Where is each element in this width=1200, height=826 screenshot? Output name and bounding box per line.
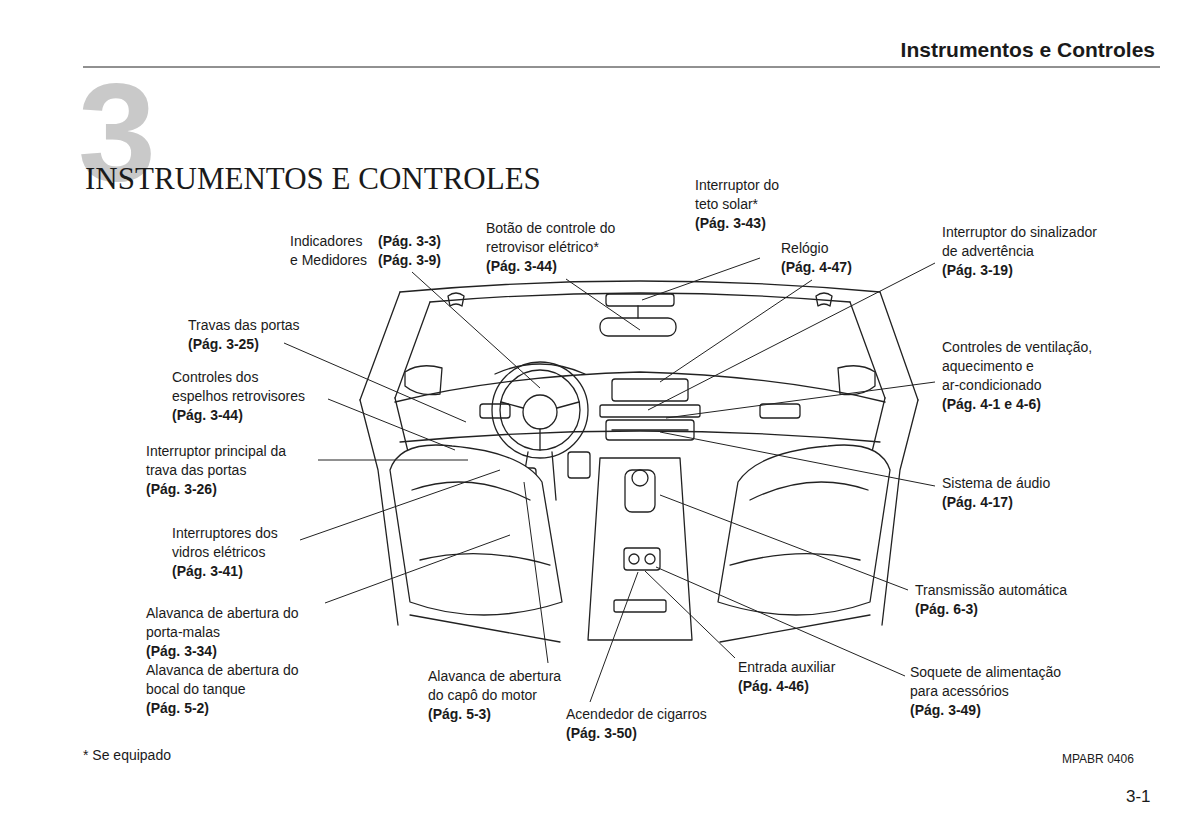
page-reference: (Pág. 3-44) — [486, 257, 557, 276]
figure-code: MPABR 0406 — [1062, 752, 1134, 766]
page-reference: (Pág. 4-17) — [942, 493, 1013, 512]
callout-label: Interruptores dos vidros elétricos — [172, 524, 278, 562]
chapter-title: INSTRUMENTOS E CONTROLES — [85, 160, 541, 197]
callout-label: Interruptor principal da trava das porta… — [146, 442, 286, 480]
callout-label: Controles dos espelhos retrovisores — [172, 368, 305, 406]
page-reference: (Pág. 4-1 e 4-6) — [942, 395, 1041, 414]
page-reference: (Pág. 3-41) — [172, 562, 243, 581]
leader-lines — [284, 258, 935, 702]
callout-label: Entrada auxiliar — [738, 658, 835, 677]
callout-label: Alavanca de abertura do bocal do tanque — [146, 661, 299, 699]
callout-label: Indicadores — [290, 232, 362, 251]
header-rule — [83, 67, 1160, 68]
page-reference: (Pág. 3-44) — [172, 406, 243, 425]
callout-label: Soquete de alimentação para acessórios — [910, 663, 1061, 701]
page-number: 3-1 — [1126, 787, 1151, 807]
callout-label: Alavanca de abertura do porta-malas — [146, 604, 299, 642]
page-reference: (Pág. 3-26) — [146, 480, 217, 499]
page-reference: (Pág. 3-43) — [695, 214, 766, 233]
callout-label: Controles de ventilação, aquecimento e a… — [942, 338, 1092, 395]
page-reference: (Pág. 3-49) — [910, 701, 981, 720]
page-reference: (Pág. 4-47) — [781, 258, 852, 277]
callout-label: Interruptor do teto solar* — [695, 176, 779, 214]
callout-label: Sistema de áudio — [942, 474, 1050, 493]
callout-label: Transmissão automática — [915, 581, 1067, 600]
page-reference: (Pág. 3-50) — [566, 724, 637, 743]
callout-label: Relógio — [781, 239, 828, 258]
page-reference: (Pág. 5-2) — [146, 699, 209, 718]
callout-label: Alavanca de abertura do capô do motor — [428, 667, 561, 705]
page-reference: (Pág. 6-3) — [915, 600, 978, 619]
page-reference: (Pág. 3-25) — [188, 335, 259, 354]
page-reference: (Pág. 3-9) — [378, 251, 441, 270]
page-reference: (Pág. 3-34) — [146, 642, 217, 661]
callout-label: Interruptor do sinalizador de advertênci… — [942, 223, 1097, 261]
page-reference: (Pág. 3-3) — [378, 232, 441, 251]
footnote: * Se equipado — [83, 746, 171, 765]
page-reference: (Pág. 4-46) — [738, 677, 809, 696]
callout-label: Botão de controle do retrovisor elétrico… — [486, 219, 615, 257]
page-reference: (Pág. 5-3) — [428, 705, 491, 724]
running-header: Instrumentos e Controles — [901, 37, 1155, 62]
callout-label: e Medidores — [290, 251, 367, 270]
callout-label: Acendedor de cigarros — [566, 705, 707, 724]
page-reference: (Pág. 3-19) — [942, 261, 1013, 280]
car-drawing — [360, 281, 918, 642]
callout-label: Travas das portas — [188, 316, 300, 335]
